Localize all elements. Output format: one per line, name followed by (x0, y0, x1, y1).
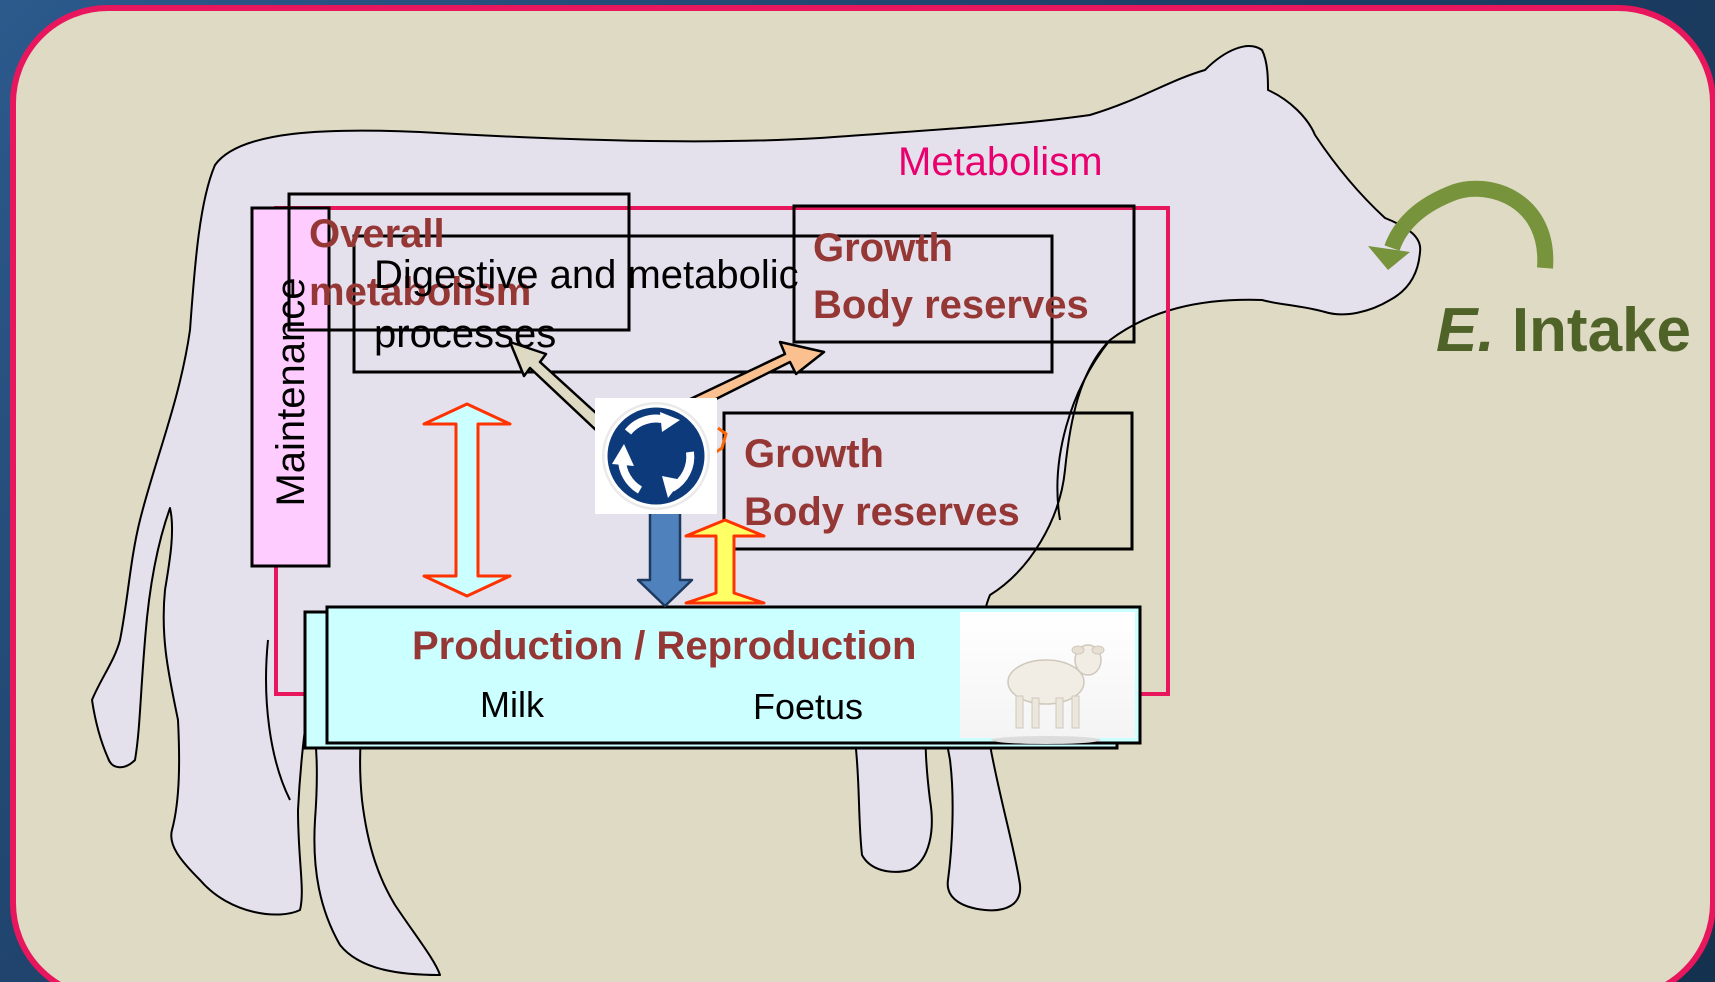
maintenance-label: Maintenance (271, 277, 311, 506)
foetus-label: Foetus (753, 689, 863, 725)
production-label: Production / Reproduction (412, 626, 916, 666)
growth-mid-line1: Growth (744, 434, 884, 474)
digestive-label-line1: Digestive and metabolic (374, 255, 799, 295)
calf-image (960, 612, 1135, 744)
intake-word: Intake (1512, 296, 1691, 365)
growth-top-line2: Body reserves (813, 285, 1089, 325)
milk-label: Milk (480, 687, 544, 723)
intake-prefix: E. (1436, 296, 1495, 365)
growth-mid-line2: Body reserves (744, 492, 1020, 532)
digestive-label-line2: processes (374, 314, 556, 354)
growth-top-line1: Growth (813, 228, 953, 268)
metabolism-label: Metabolism (898, 142, 1103, 182)
overall-metabolism-line1: Overall (309, 214, 445, 254)
roundabout-icon (595, 398, 717, 514)
intake-label: E. Intake (1436, 300, 1691, 362)
